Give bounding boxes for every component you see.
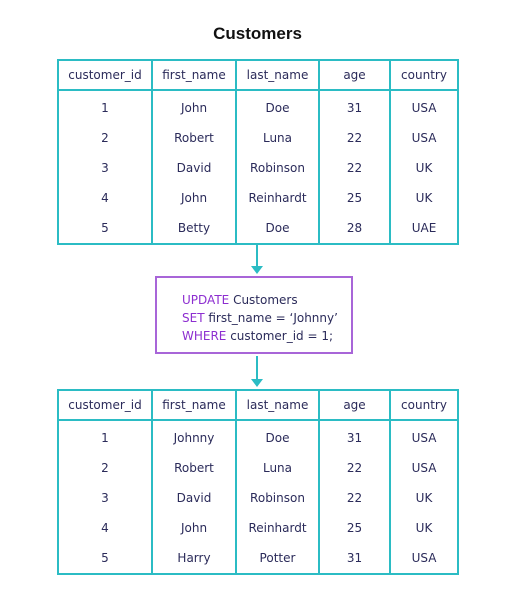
cell-age: 31 xyxy=(318,543,391,574)
query-line-update: UPDATE Customers xyxy=(182,291,351,309)
cell-age: 22 xyxy=(318,453,391,483)
sql-where-clause: customer_id = 1; xyxy=(226,329,334,343)
cell-first-name: John xyxy=(151,513,237,543)
cell-country: UK xyxy=(389,153,459,183)
cell-first-name: David xyxy=(151,483,237,513)
cell-last-name: Reinhardt xyxy=(235,183,320,213)
column-header-last-name: last_name xyxy=(235,59,320,91)
cell-country: UK xyxy=(389,513,459,543)
cell-country: USA xyxy=(389,123,459,153)
column-header-first-name: first_name xyxy=(151,59,237,91)
cell-last-name: Doe xyxy=(235,90,320,123)
table-row: 4 John Reinhardt 25 UK xyxy=(57,513,459,543)
cell-age: 31 xyxy=(318,420,391,453)
table-row: 5 Betty Doe 28 UAE xyxy=(57,213,459,244)
cell-first-name: Robert xyxy=(151,123,237,153)
cell-first-name: Johnny xyxy=(151,420,237,453)
diagram-title: Customers xyxy=(213,24,302,43)
table-row: 1 John Doe 31 USA xyxy=(57,90,459,123)
table-row: 3 David Robinson 22 UK xyxy=(57,483,459,513)
down-arrow-to-query xyxy=(251,243,263,274)
cell-age: 25 xyxy=(318,183,391,213)
cell-customer-id: 4 xyxy=(57,183,153,213)
sql-set-clause: first_name = ‘Johnny’ xyxy=(204,311,338,325)
cell-last-name: Reinhardt xyxy=(235,513,320,543)
query-line-where: WHERE customer_id = 1; xyxy=(182,327,351,345)
customers-table-after: customer_id first_name last_name age cou… xyxy=(57,389,459,575)
cell-country: UK xyxy=(389,183,459,213)
cell-first-name: Harry xyxy=(151,543,237,574)
cell-customer-id: 2 xyxy=(57,123,153,153)
cell-country: USA xyxy=(389,453,459,483)
update-query-box: UPDATE Customers SET first_name = ‘Johnn… xyxy=(155,276,353,354)
table-header-row: customer_id first_name last_name age cou… xyxy=(57,389,459,421)
cell-first-name: Robert xyxy=(151,453,237,483)
sql-keyword-update: UPDATE xyxy=(182,293,230,307)
cell-customer-id: 1 xyxy=(57,420,153,453)
customers-table-before: customer_id first_name last_name age cou… xyxy=(57,59,459,245)
column-header-country: country xyxy=(389,389,459,421)
cell-customer-id: 3 xyxy=(57,483,153,513)
cell-last-name: Robinson xyxy=(235,483,320,513)
cell-country: USA xyxy=(389,420,459,453)
cell-first-name: David xyxy=(151,153,237,183)
cell-last-name: Doe xyxy=(235,213,320,244)
column-header-customer-id: customer_id xyxy=(57,59,153,91)
cell-last-name: Potter xyxy=(235,543,320,574)
table-row: 2 Robert Luna 22 USA xyxy=(57,123,459,153)
column-header-country: country xyxy=(389,59,459,91)
column-header-last-name: last_name xyxy=(235,389,320,421)
column-header-first-name: first_name xyxy=(151,389,237,421)
cell-age: 22 xyxy=(318,483,391,513)
cell-age: 22 xyxy=(318,123,391,153)
down-arrow-to-result xyxy=(251,356,263,387)
cell-last-name: Luna xyxy=(235,453,320,483)
table-header-row: customer_id first_name last_name age cou… xyxy=(57,59,459,91)
column-header-age: age xyxy=(318,389,391,421)
cell-age: 28 xyxy=(318,213,391,244)
cell-country: USA xyxy=(389,543,459,574)
cell-age: 25 xyxy=(318,513,391,543)
table-row: 1 Johnny Doe 31 USA xyxy=(57,420,459,453)
cell-customer-id: 2 xyxy=(57,453,153,483)
column-header-customer-id: customer_id xyxy=(57,389,153,421)
table-row: 5 Harry Potter 31 USA xyxy=(57,543,459,574)
table-row: 2 Robert Luna 22 USA xyxy=(57,453,459,483)
cell-last-name: Luna xyxy=(235,123,320,153)
cell-last-name: Robinson xyxy=(235,153,320,183)
cell-customer-id: 1 xyxy=(57,90,153,123)
table-row: 4 John Reinhardt 25 UK xyxy=(57,183,459,213)
sql-table-name: Customers xyxy=(229,293,298,307)
cell-customer-id: 3 xyxy=(57,153,153,183)
cell-first-name: John xyxy=(151,90,237,123)
cell-age: 31 xyxy=(318,90,391,123)
cell-last-name: Doe xyxy=(235,420,320,453)
cell-first-name: John xyxy=(151,183,237,213)
cell-country: UK xyxy=(389,483,459,513)
cell-country: UAE xyxy=(389,213,459,244)
cell-age: 22 xyxy=(318,153,391,183)
table-row: 3 David Robinson 22 UK xyxy=(57,153,459,183)
sql-keyword-where: WHERE xyxy=(182,329,227,343)
sql-keyword-set: SET xyxy=(182,311,205,325)
cell-customer-id: 5 xyxy=(57,543,153,574)
cell-customer-id: 5 xyxy=(57,213,153,244)
cell-first-name: Betty xyxy=(151,213,237,244)
cell-country: USA xyxy=(389,90,459,123)
cell-customer-id: 4 xyxy=(57,513,153,543)
column-header-age: age xyxy=(318,59,391,91)
query-line-set: SET first_name = ‘Johnny’ xyxy=(182,309,351,327)
